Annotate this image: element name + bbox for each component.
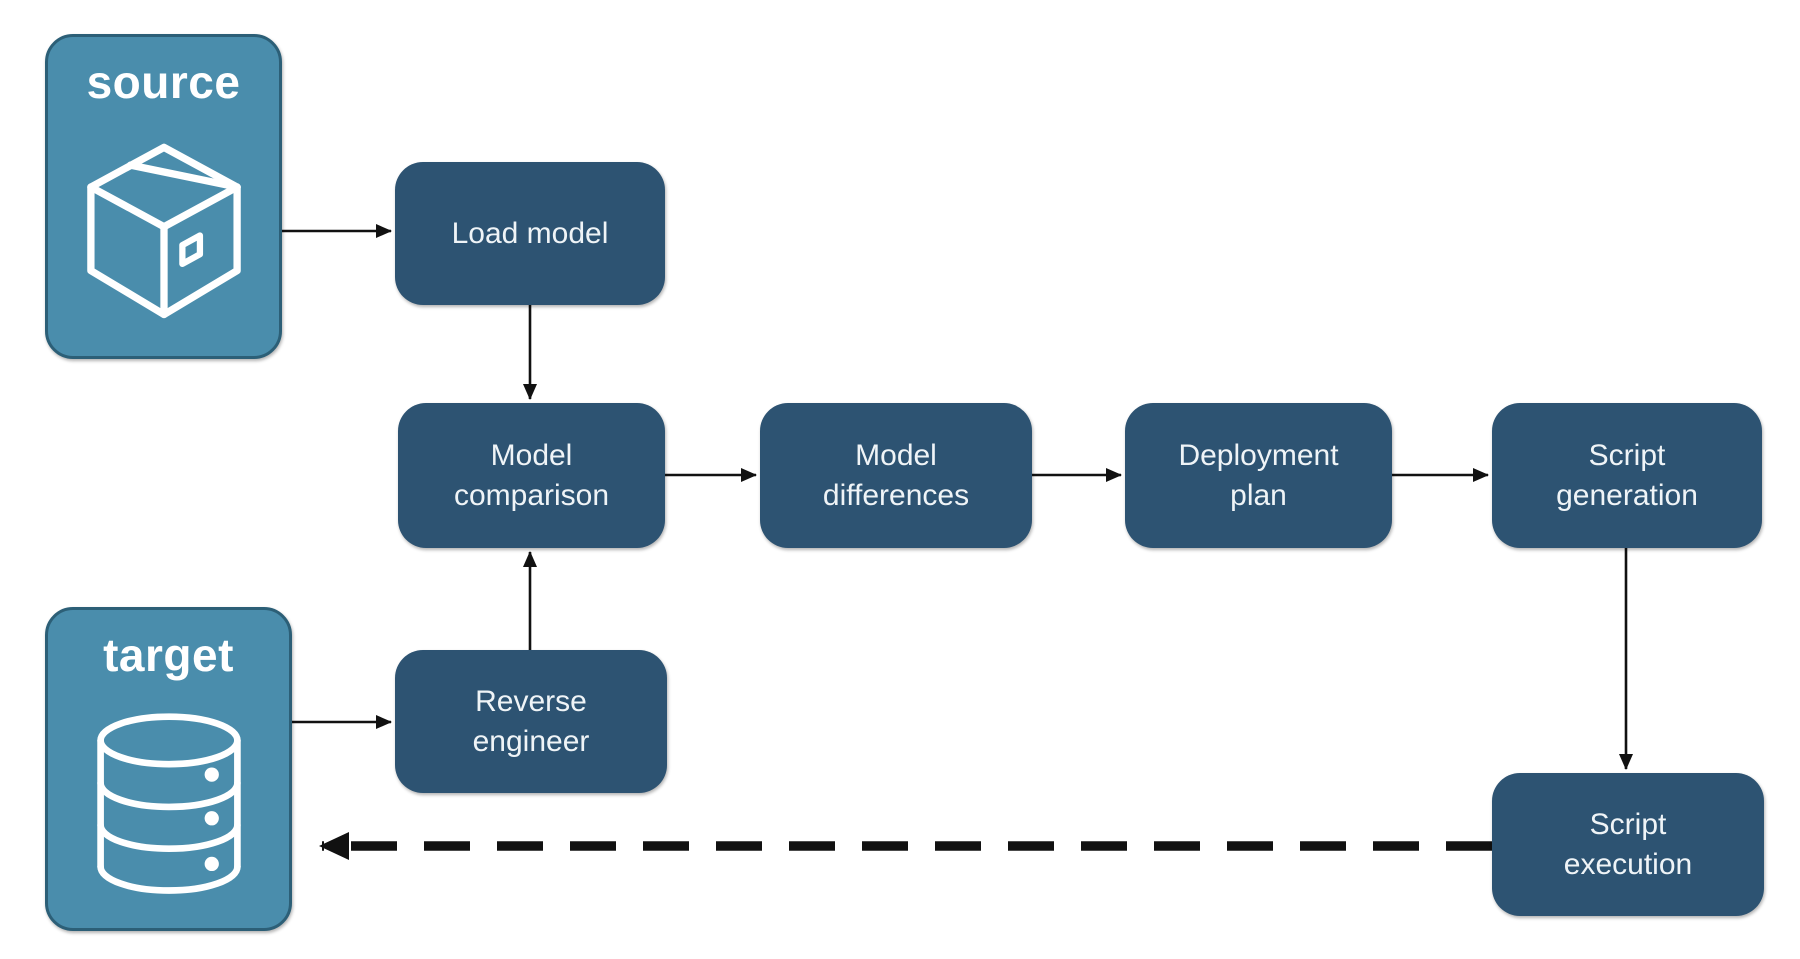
node-label: Model comparison: [453, 438, 610, 512]
target-label: target: [103, 629, 234, 681]
node-label: Reverse engineer: [472, 684, 590, 758]
node-label: Model differences: [822, 438, 970, 512]
node-deployment-plan: Deployment plan: [1125, 403, 1392, 548]
target-container: target: [45, 607, 292, 931]
node-label: Load model: [451, 216, 609, 250]
node-script-generation: Script generation: [1492, 403, 1762, 548]
source-container: source: [45, 34, 282, 359]
source-label: source: [86, 56, 241, 108]
node-load-model: Load model: [395, 162, 665, 305]
node-model-differences: Model differences: [760, 403, 1032, 548]
node-reverse-engineer: Reverse engineer: [395, 650, 667, 793]
node-script-execution: Script execution: [1492, 773, 1764, 916]
package-icon: [48, 109, 279, 356]
node-label: Deployment plan: [1178, 438, 1339, 512]
node-label: Script generation: [1556, 438, 1698, 512]
node-label: Script execution: [1563, 807, 1693, 881]
node-model-comparison: Model comparison: [398, 403, 665, 548]
database-icon: [48, 682, 289, 928]
